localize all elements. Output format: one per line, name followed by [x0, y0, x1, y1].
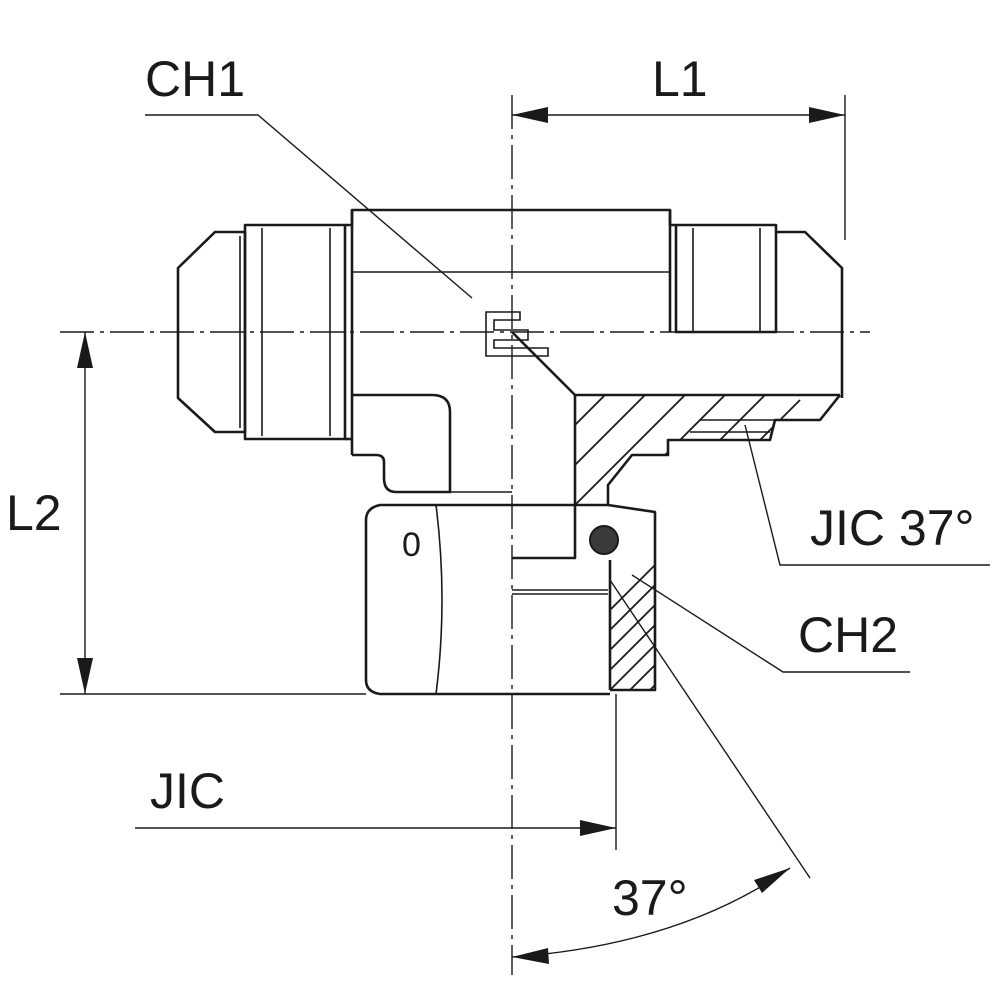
right-flare-cone: [776, 230, 844, 332]
l1-label: L1: [652, 51, 708, 107]
dimension-l2: L2: [6, 332, 366, 695]
l1-arrow-right: [809, 107, 845, 123]
l2-arrow-bottom: [77, 658, 93, 694]
tee-body: [345, 208, 676, 494]
jic-37-label: JIC 37°: [810, 500, 975, 556]
l2-arrow-top: [77, 332, 93, 368]
l2-label: L2: [6, 485, 62, 541]
centerlines: [60, 95, 870, 975]
angle-arrow-right: [754, 868, 790, 893]
ch2-label: CH2: [798, 607, 898, 663]
jic-label: JIC: [150, 763, 225, 819]
angle-label: 37°: [612, 870, 688, 926]
o-ring-seal: [589, 525, 619, 555]
tee-symbol: [485, 311, 549, 357]
section-hatching-nut: [610, 540, 655, 690]
angle-arrow-left: [512, 948, 549, 964]
right-threaded-section: [674, 223, 778, 334]
dimension-jic: JIC: [135, 694, 617, 850]
nut-mark: 0: [402, 526, 421, 564]
leader-jic-37: JIC 37°: [744, 424, 990, 566]
dimension-angle: 37°: [511, 579, 811, 964]
leader-ch2: CH2: [631, 574, 910, 673]
ch1-label: CH1: [145, 51, 245, 107]
left-male-end: [176, 223, 347, 441]
swivel-nut: [364, 491, 610, 696]
left-threaded-section: [243, 223, 347, 441]
right-male-end: [674, 223, 844, 334]
jic-arrow: [580, 820, 616, 836]
dimension-l1: L1: [512, 51, 846, 240]
l1-arrow-left: [512, 107, 548, 123]
leader-ch1: CH1: [145, 51, 473, 299]
